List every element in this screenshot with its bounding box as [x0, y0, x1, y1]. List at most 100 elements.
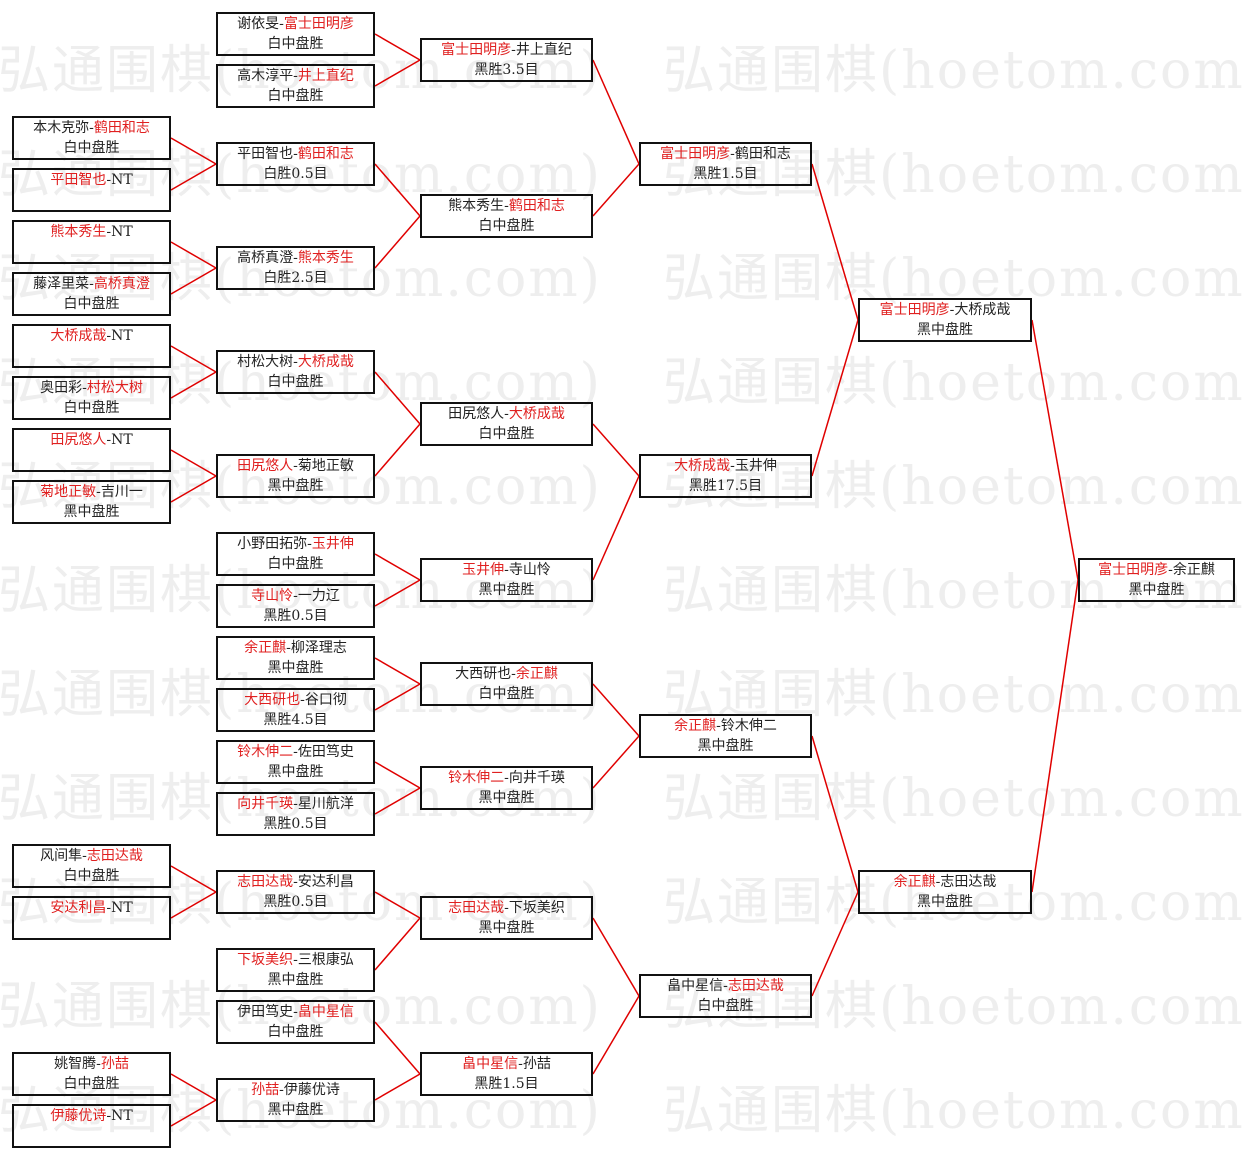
match-result — [14, 190, 169, 210]
player-2: 大桥成哉 — [508, 406, 565, 422]
match-players: 田尻悠人-NT — [14, 430, 169, 450]
match-result: 黑中盘胜 — [267, 1102, 324, 1118]
match-result: 黑胜1.5目 — [474, 1076, 539, 1092]
match-result: 白中盘胜 — [697, 998, 754, 1014]
watermark-text: 弘通围棋(hoetom.com) — [0, 41, 602, 101]
player-1: 田尻悠人 — [448, 406, 505, 422]
player-2: 孙喆 — [522, 1056, 551, 1072]
connector-line — [170, 163, 217, 191]
separator: - — [511, 666, 516, 682]
connector-line — [374, 1021, 421, 1075]
match-box-round-1: 菊地正敏-吉川一黑中盘胜 — [12, 480, 171, 524]
player-1: 奥田彩 — [40, 380, 83, 396]
player-1: 志田达哉 — [448, 900, 505, 916]
match-players: 大桥成哉-NT — [14, 326, 169, 346]
match-box-round-2: 平田智也-鹤田和志白胜0.5目 — [216, 142, 375, 186]
connector-line — [811, 891, 859, 997]
player-1: 余正麒 — [893, 874, 936, 890]
connector-line — [374, 371, 421, 425]
connector-line — [592, 163, 640, 217]
separator: - — [106, 900, 112, 916]
match-box-round-2: 寺山怜-一力辽黑胜0.5目 — [216, 584, 375, 628]
match-box-round-2: 大西研也-谷口彻黑胜4.5目 — [216, 688, 375, 732]
match-box-round-1: 大桥成哉-NT — [12, 324, 171, 368]
separator: - — [518, 1056, 523, 1072]
player-2: 菊地正敏 — [297, 458, 354, 474]
player-1: 平田智也 — [237, 146, 294, 162]
separator: - — [293, 588, 298, 604]
match-result: 白中盘胜 — [63, 400, 120, 416]
player-1: 高桥真澄 — [237, 250, 294, 266]
match-players: 姚智腾-孙喆 — [14, 1054, 169, 1074]
player-1: 向井千瑛 — [237, 796, 294, 812]
player-2: NT — [111, 900, 133, 916]
player-2: 谷口彻 — [304, 692, 347, 708]
match-box-round-5: 富士田明彦-大桥成哉黑中盘胜 — [858, 298, 1032, 342]
match-result: 白中盘胜 — [478, 686, 535, 702]
player-2: NT — [111, 432, 133, 448]
connector-line — [170, 241, 217, 269]
match-result: 白中盘胜 — [267, 556, 324, 572]
separator: - — [106, 328, 112, 344]
player-1: 富士田明彦 — [1098, 562, 1169, 578]
match-result — [14, 450, 169, 470]
connector-line — [592, 423, 640, 477]
player-1: 玉井伸 — [462, 562, 505, 578]
connector-line — [170, 475, 217, 503]
match-box-round-2: 孙喆-伊藤优诗黑中盘胜 — [216, 1078, 375, 1122]
match-players: 大桥成哉-玉井伸 — [641, 456, 810, 476]
watermark-text: 弘通围棋(hoetom.com) — [0, 769, 602, 829]
player-2: 大桥成哉 — [954, 302, 1011, 318]
match-result: 白中盘胜 — [267, 88, 324, 104]
match-box-round-3: 玉井伸-寺山怜黑中盘胜 — [420, 558, 593, 602]
connector-line — [170, 371, 217, 399]
match-result — [14, 1126, 169, 1146]
match-players: 菊地正敏-吉川一 — [14, 482, 169, 502]
player-2: 畠中星信 — [297, 1004, 354, 1020]
separator: - — [1168, 562, 1173, 578]
player-2: 铃木伸二 — [720, 718, 777, 734]
separator: - — [82, 848, 87, 864]
player-1: 下坂美织 — [237, 952, 294, 968]
player-2: NT — [111, 328, 133, 344]
match-result: 白中盘胜 — [478, 218, 535, 234]
separator: - — [89, 276, 94, 292]
connector-line — [170, 267, 217, 295]
player-2: 井上直纪 — [297, 68, 354, 84]
match-players: 志田达哉-下坂美织 — [422, 898, 591, 918]
connector-line — [592, 735, 640, 789]
player-1: 姚智腾 — [54, 1056, 97, 1072]
player-2: 玉井伸 — [311, 536, 354, 552]
match-players: 富士田明彦-余正麒 — [1080, 560, 1233, 580]
player-1: 富士田明彦 — [879, 302, 950, 318]
match-result: 白中盘胜 — [267, 36, 324, 52]
separator: - — [504, 562, 509, 578]
separator: - — [293, 744, 298, 760]
connector-line — [374, 1073, 421, 1101]
match-result: 白中盘胜 — [267, 374, 324, 390]
separator: - — [307, 536, 312, 552]
player-2: 伊藤优诗 — [283, 1082, 340, 1098]
match-players: 田尻悠人-大桥成哉 — [422, 404, 591, 424]
match-result: 黑中盘胜 — [478, 582, 535, 598]
connector-line — [374, 683, 421, 711]
match-players: 志田达哉-安达利昌 — [218, 872, 373, 892]
player-2: 志田达哉 — [727, 978, 784, 994]
player-2: NT — [111, 224, 133, 240]
player-2: 吉川一 — [100, 484, 143, 500]
match-result: 黑中盘胜 — [267, 478, 324, 494]
player-1: 谢依旻 — [237, 16, 280, 32]
match-players: 田尻悠人-菊地正敏 — [218, 456, 373, 476]
separator: - — [286, 640, 291, 656]
match-box-round-3: 铃木伸二-向井千瑛黑中盘胜 — [420, 766, 593, 810]
watermark-text: 弘通围棋(hoetom.com) — [0, 977, 602, 1037]
match-box-round-1: 本木克弥-鹤田和志白中盘胜 — [12, 116, 171, 160]
player-2: 志田达哉 — [86, 848, 143, 864]
match-box-round-1: 藤泽里菜-高桥真澄白中盘胜 — [12, 272, 171, 316]
match-players: 本木克弥-鹤田和志 — [14, 118, 169, 138]
connector-line — [170, 345, 217, 373]
player-2: 鹤田和志 — [297, 146, 354, 162]
separator: - — [106, 432, 112, 448]
separator: - — [935, 874, 941, 890]
separator: - — [300, 692, 305, 708]
